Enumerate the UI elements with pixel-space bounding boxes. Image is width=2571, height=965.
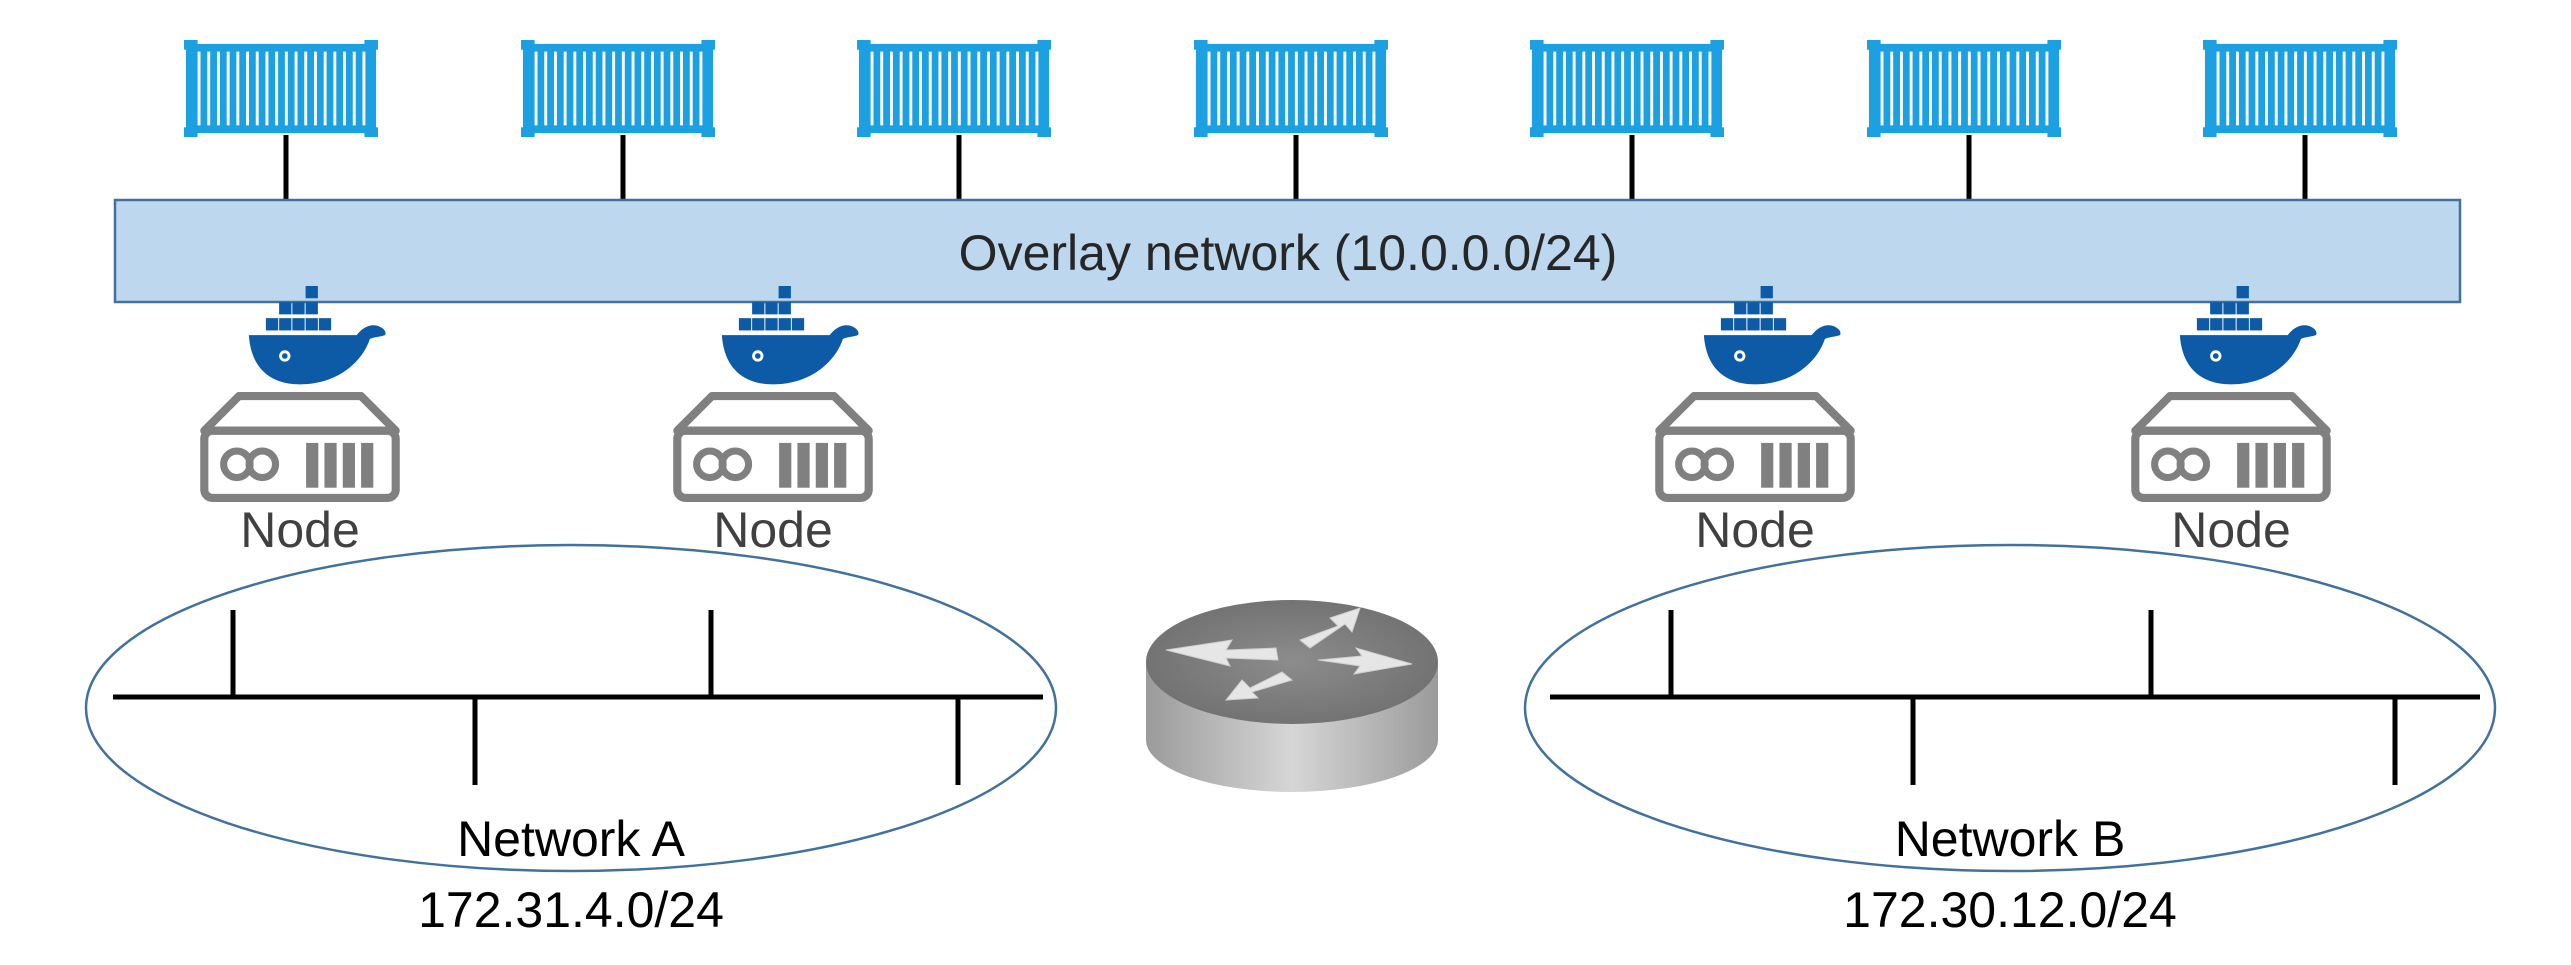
network-b-ellipse xyxy=(1523,543,2497,873)
container-icon xyxy=(1867,40,2061,137)
network-a-bus xyxy=(113,610,1043,785)
network-a-name: Network A xyxy=(457,811,686,867)
network-b xyxy=(1523,543,2497,873)
network-a xyxy=(84,543,1058,873)
overlay-network-label: Overlay network (10.0.0.0/24) xyxy=(959,225,1618,281)
network-b-cidr: 172.30.12.0/24 xyxy=(1843,882,2177,938)
node-label: Node xyxy=(713,502,833,558)
server-icon xyxy=(2135,396,2326,498)
overlay-network-bar xyxy=(113,198,2462,304)
router-icon xyxy=(1146,600,1438,792)
network-b-bus xyxy=(1550,610,2480,785)
server-icon xyxy=(204,396,395,498)
network-b-name: Network B xyxy=(1895,811,2126,867)
container-icon xyxy=(521,40,715,137)
node-label: Node xyxy=(240,502,360,558)
container-icon xyxy=(857,40,1051,137)
server-icon xyxy=(1659,396,1850,498)
servers xyxy=(204,396,2326,498)
network-a-ellipse xyxy=(84,543,1058,873)
network-a-cidr: 172.31.4.0/24 xyxy=(418,882,724,938)
container-icon xyxy=(1194,40,1388,137)
container-icon xyxy=(2203,40,2397,137)
server-icon xyxy=(677,396,868,498)
node-label: Node xyxy=(2171,502,2291,558)
node-label: Node xyxy=(1695,502,1815,558)
container-icon xyxy=(1530,40,1724,137)
container-icon xyxy=(184,40,378,137)
container-connectors xyxy=(283,135,2308,200)
containers xyxy=(184,40,2397,137)
